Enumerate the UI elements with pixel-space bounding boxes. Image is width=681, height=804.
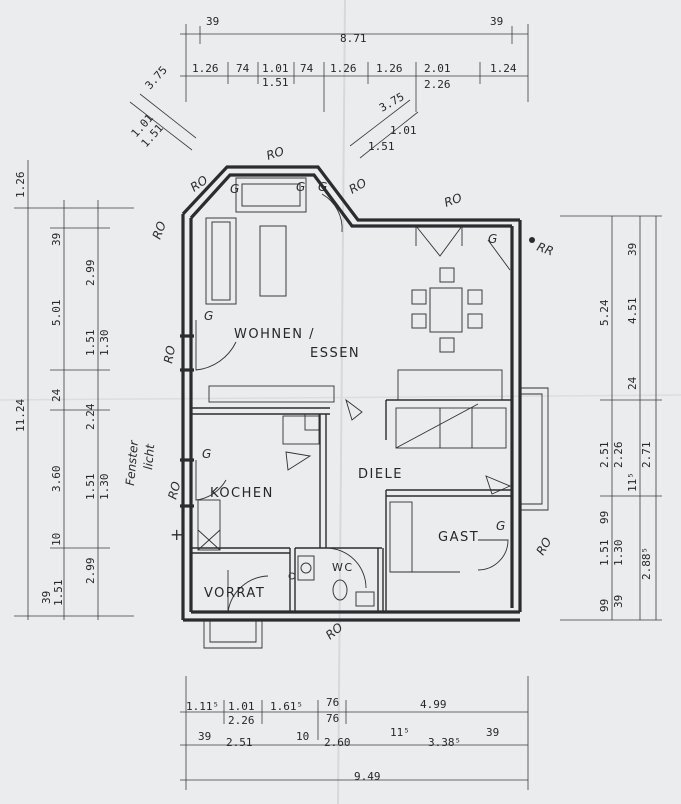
dim-right-a: 2.51 <box>598 442 611 469</box>
dim-bottom-2: 3.38⁵ <box>428 736 461 749</box>
inner-walls <box>180 334 549 649</box>
licht-note: licht <box>141 442 157 470</box>
dim-right-b: 2.26 <box>612 442 625 469</box>
dim-bottom-2: 10 <box>296 730 309 743</box>
dim-top-seg: 1.01 <box>262 62 289 75</box>
dim-left-b: 2.24 <box>84 403 97 430</box>
outer-walls <box>181 165 522 622</box>
dim-bottom-1-sub: 2.26 <box>228 714 255 727</box>
dim-left-b: 1.51 <box>84 474 97 501</box>
g-mark: G <box>488 232 497 246</box>
dim-bottom-1: 1.01 <box>228 700 255 713</box>
dim-left-b: 1.51 <box>52 580 65 607</box>
dim-bottom-total: 9.49 <box>354 770 381 783</box>
dim-right-a: 1.51 <box>598 540 611 567</box>
dim-bottom-2: 39 <box>486 726 499 739</box>
dim-left-b: 2.99 <box>84 260 97 287</box>
room-label-gast: GAST <box>438 530 479 545</box>
g-mark: G <box>230 182 239 196</box>
dim-bottom-1: 1.11⁵ <box>186 700 219 713</box>
g-mark: G <box>496 519 505 533</box>
g-mark: G <box>296 180 305 194</box>
dim-left-a: 3.60 <box>50 466 63 493</box>
dim-right-b: 4.51 <box>626 298 639 325</box>
dim-top-seg: 1.26 <box>376 62 403 75</box>
dim-bottom-2: 2.60 <box>324 736 351 749</box>
dim-left-a: 39 <box>40 591 53 604</box>
room-label-kochen: KOCHEN <box>210 486 274 501</box>
dim-top-seg: 74 <box>236 62 250 75</box>
dim-left-b: 1.30 <box>98 330 111 357</box>
furniture <box>205 177 483 607</box>
dim-top-sub-a: 1.51 <box>262 76 289 89</box>
dim-top-seg: 74 <box>300 62 314 75</box>
ro-mark: RO <box>161 345 178 365</box>
bottom-dimension-chain: 1.11⁵ 1.01 1.61⁵ 76 4.99 2.26 76 39 2.51… <box>180 676 529 790</box>
room-label-diele: DIELE <box>358 467 403 482</box>
dim-right-b: 1.30 <box>612 540 625 567</box>
dim-bottom-2: 2.51 <box>226 736 253 749</box>
ro-mark: RO <box>442 191 464 210</box>
dim-right-a: 39 <box>626 243 639 256</box>
plus-mark: + <box>170 525 183 544</box>
dim-left-b: 1.51 <box>84 330 97 357</box>
room-label-essen: ESSEN <box>310 346 360 361</box>
dim-top-seg: 1.24 <box>490 62 517 75</box>
left-dimension-chain: 1.26 11.24 39 5.01 24 3.60 10 39 2.99 1.… <box>14 160 134 620</box>
ro-mark: RO <box>150 220 169 242</box>
right-dimension-chain: 39 5.24 24 2.51 99 1.51 99 4.51 2.26 11⁵… <box>560 215 662 621</box>
dim-right-a: 24 <box>626 376 639 390</box>
dim-left-outer: 11.24 <box>14 399 27 432</box>
room-label-wc: WC <box>332 561 354 574</box>
room-label-vorrat: VORRAT <box>204 586 265 601</box>
dim-top-wall-left: 39 <box>206 15 219 28</box>
dim-left-a: 24 <box>50 388 63 402</box>
dim-top-sub-b: 2.26 <box>424 78 451 91</box>
dim-left-a: 10 <box>50 533 63 546</box>
dim-top-total: 8.71 <box>340 32 367 45</box>
top-dimension-chain: 39 8.71 39 1.26 74 1.01 74 1.26 1.26 2.0… <box>180 15 529 112</box>
room-label-wohnen: WOHNEN / <box>234 327 315 342</box>
dim-left-a: 39 <box>50 233 63 246</box>
dim-bottom-1: 4.99 <box>420 698 447 711</box>
dim-left-b: 1.30 <box>98 474 111 501</box>
dim-bottom-1: 1.61⁵ <box>270 700 303 713</box>
g-mark: G <box>204 309 213 323</box>
dim-bottom-1-sub: 76 <box>326 712 339 725</box>
dim-top-seg: 1.26 <box>330 62 357 75</box>
dim-bay-right: 1.01 <box>390 124 417 137</box>
dim-right-a: 99 <box>598 511 611 524</box>
ro-mark: RO <box>165 480 183 501</box>
g-mark: G <box>202 447 211 461</box>
ro-mark: RO <box>265 144 286 163</box>
fenster-note: Fenster <box>123 439 141 486</box>
dim-left-outer: 1.26 <box>14 172 27 199</box>
dim-right-b: 39 <box>612 595 625 608</box>
dim-right-c: 2.88⁵ <box>640 547 653 580</box>
dim-bottom-2: 39 <box>198 730 211 743</box>
dim-bay-right: 1.51 <box>368 140 395 153</box>
dim-left-b: 2.99 <box>84 558 97 585</box>
dim-top-seg: 2.01 <box>424 62 451 75</box>
doors <box>195 193 512 613</box>
paper-fold <box>0 394 681 401</box>
dim-right-a: 99 <box>598 599 611 612</box>
dim-top-wall-right: 39 <box>490 15 503 28</box>
dim-top-seg: 1.26 <box>192 62 219 75</box>
dim-right-b: 11⁵ <box>626 472 639 492</box>
dim-right-c: 2.71 <box>640 442 653 469</box>
dim-bottom-2: 11⁵ <box>390 726 410 739</box>
rr-mark: RR <box>535 240 555 259</box>
dim-bottom-1: 76 <box>326 696 339 709</box>
dim-right-a: 5.24 <box>598 299 611 326</box>
paper-fold <box>337 0 346 804</box>
g-mark: G <box>318 180 327 194</box>
dim-left-a: 5.01 <box>50 300 63 327</box>
